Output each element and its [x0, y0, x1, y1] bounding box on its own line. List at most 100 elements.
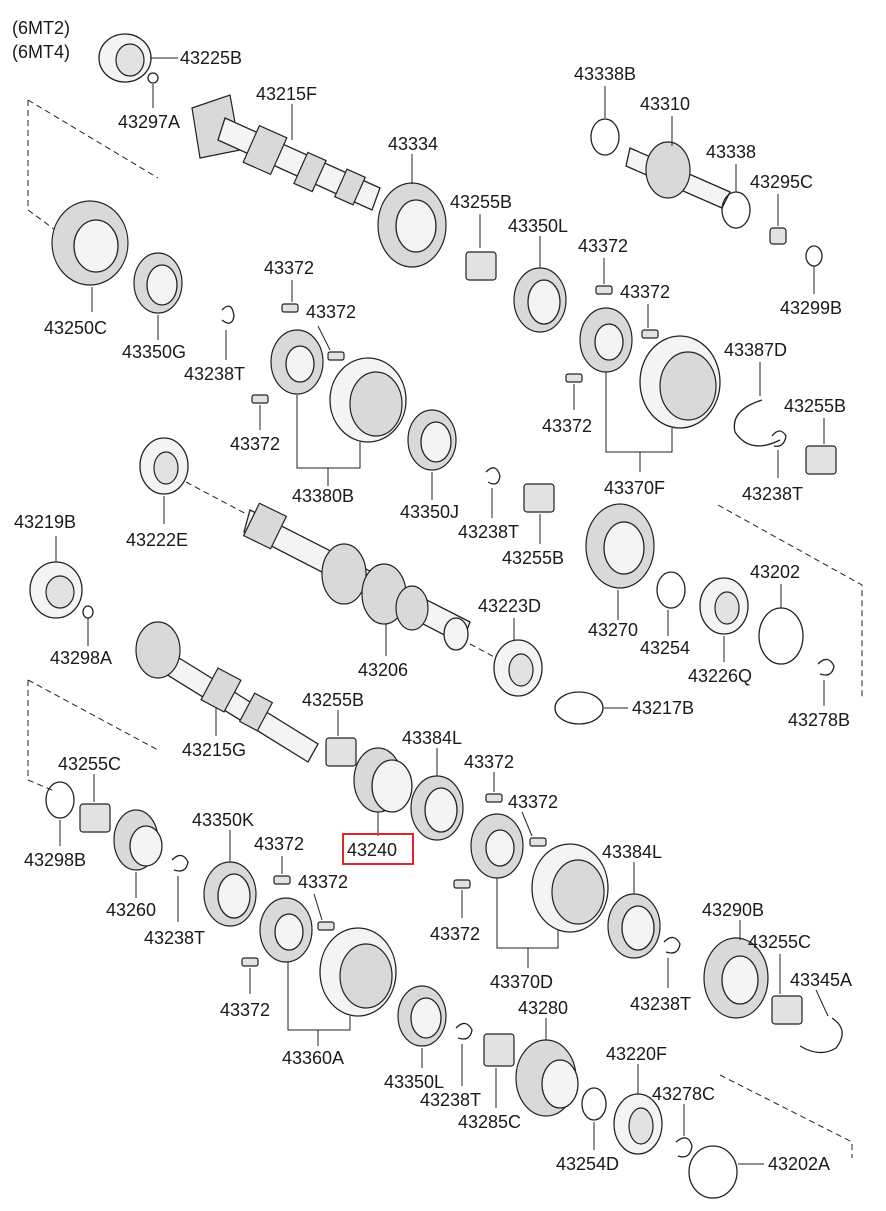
- part-label[interactable]: 43372: [578, 236, 628, 256]
- part-label[interactable]: 43202: [750, 562, 800, 582]
- bearing-43222E[interactable]: [139, 437, 189, 495]
- gear-43290B[interactable]: [703, 937, 769, 1019]
- part-label[interactable]: 43225B: [180, 48, 242, 68]
- synchro-ring-43350K[interactable]: [203, 861, 257, 927]
- part-label[interactable]: 43215G: [182, 740, 246, 760]
- snap-ring-43297A[interactable]: [147, 72, 159, 84]
- bearing-43225B[interactable]: [98, 33, 152, 83]
- part-label[interactable]: 43338B: [574, 64, 636, 84]
- part-label[interactable]: 43380B: [292, 486, 354, 506]
- part-label[interactable]: 43238T: [184, 364, 245, 384]
- snap-ring-43238T[interactable]: [171, 854, 189, 872]
- part-label[interactable]: 43222E: [126, 530, 188, 550]
- part-label[interactable]: 43255C: [748, 932, 811, 952]
- shim-43202[interactable]: [758, 607, 804, 665]
- part-label[interactable]: 43250C: [44, 318, 107, 338]
- synchro-ring-43384L[interactable]: [607, 893, 661, 959]
- part-label[interactable]: 43370F: [604, 478, 665, 498]
- needle-bearing-43255B[interactable]: [325, 737, 357, 767]
- part-label[interactable]: 43255C: [58, 754, 121, 774]
- part-label[interactable]: 43298A: [50, 648, 112, 668]
- bearing-43223D[interactable]: [493, 639, 543, 697]
- part-label[interactable]: 43255B: [784, 396, 846, 416]
- part-label[interactable]: 43334: [388, 134, 438, 154]
- snap-ring-43298A[interactable]: [82, 605, 94, 619]
- part-label[interactable]: 43384L: [602, 842, 662, 862]
- key-43372[interactable]: [595, 285, 613, 295]
- snap-ring-43238T[interactable]: [485, 467, 501, 485]
- part-label[interactable]: 43255B: [302, 690, 364, 710]
- synchro-ring-43350L[interactable]: [397, 985, 447, 1047]
- part-label[interactable]: 43360A: [282, 1048, 344, 1068]
- needle-bearing-43255C[interactable]: [771, 995, 803, 1025]
- part-label[interactable]: 43295C: [750, 172, 813, 192]
- part-label[interactable]: 43372: [430, 924, 480, 944]
- snap-ring-43238T[interactable]: [771, 430, 787, 447]
- part-label[interactable]: 43345A: [790, 970, 852, 990]
- synchro-ring-43350G[interactable]: [133, 252, 183, 314]
- highlighted-part-label[interactable]: 43240: [347, 840, 397, 860]
- part-label[interactable]: 43254D: [556, 1154, 619, 1174]
- washer-43298B[interactable]: [45, 781, 75, 819]
- key-43372[interactable]: [273, 875, 291, 885]
- snap-ring-43238T[interactable]: [221, 305, 235, 324]
- gear-43260[interactable]: [113, 809, 163, 871]
- part-label[interactable]: 43372: [508, 792, 558, 812]
- part-label[interactable]: 43384L: [402, 728, 462, 748]
- snap-ring-43345A[interactable]: [799, 1017, 843, 1054]
- part-label[interactable]: 43219B: [14, 512, 76, 532]
- hub-sleeve-43360A[interactable]: [259, 897, 397, 1017]
- hub-sleeve-43370D[interactable]: [470, 813, 609, 933]
- needle-bearing-43285C[interactable]: [483, 1033, 515, 1067]
- key-43372[interactable]: [281, 303, 299, 313]
- shim-43202A[interactable]: [688, 1145, 738, 1199]
- part-label[interactable]: 43215F: [256, 84, 317, 104]
- key-43372[interactable]: [529, 837, 547, 847]
- snap-ring-43299B[interactable]: [805, 245, 823, 267]
- needle-bearing-43255B[interactable]: [523, 483, 555, 513]
- key-43372[interactable]: [565, 373, 583, 383]
- part-label[interactable]: 43310: [640, 94, 690, 114]
- part-label[interactable]: 43238T: [630, 994, 691, 1014]
- part-label[interactable]: 43387D: [724, 340, 787, 360]
- part-label[interactable]: 43206: [358, 660, 408, 680]
- snap-ring-43238T[interactable]: [663, 936, 681, 954]
- part-label[interactable]: 43372: [620, 282, 670, 302]
- gear-43270[interactable]: [585, 503, 655, 589]
- part-label[interactable]: 43338: [706, 142, 756, 162]
- gear-43280[interactable]: [515, 1039, 579, 1117]
- part-label[interactable]: 43350L: [508, 216, 568, 236]
- key-43372[interactable]: [327, 351, 345, 361]
- hub-sleeve-43370F[interactable]: [579, 307, 721, 429]
- part-label[interactable]: 43278C: [652, 1084, 715, 1104]
- washer-43254[interactable]: [656, 571, 686, 609]
- part-label[interactable]: 43260: [106, 900, 156, 920]
- snap-ring-43238T[interactable]: [455, 1022, 473, 1040]
- hub-sleeve-43380B[interactable]: [270, 329, 407, 443]
- part-label[interactable]: 43238T: [458, 522, 519, 542]
- snap-ring-43387D[interactable]: [733, 399, 781, 447]
- part-label[interactable]: 43285C: [458, 1112, 521, 1132]
- part-label[interactable]: 43372: [306, 302, 356, 322]
- part-label[interactable]: 43290B: [702, 900, 764, 920]
- part-label[interactable]: 43372: [464, 752, 514, 772]
- snap-ring-43278B[interactable]: [817, 658, 835, 676]
- key-43372[interactable]: [453, 879, 471, 889]
- washer-43254D[interactable]: [581, 1087, 607, 1121]
- part-label[interactable]: 43202A: [768, 1154, 830, 1174]
- part-label[interactable]: 43372: [220, 1000, 270, 1020]
- part-label[interactable]: 43270: [588, 620, 638, 640]
- bearing-43220F[interactable]: [613, 1093, 663, 1155]
- part-label[interactable]: 43350L: [384, 1072, 444, 1092]
- key-43372[interactable]: [251, 394, 269, 404]
- gear-43240[interactable]: [353, 747, 413, 813]
- part-label[interactable]: 43223D: [478, 596, 541, 616]
- synchro-ring-43350L[interactable]: [513, 267, 567, 333]
- washer-43338[interactable]: [721, 191, 751, 229]
- part-label[interactable]: 43238T: [420, 1090, 481, 1110]
- part-label[interactable]: 43372: [264, 258, 314, 278]
- part-label[interactable]: 43238T: [144, 928, 205, 948]
- synchro-ring-43350J[interactable]: [407, 409, 457, 471]
- part-label[interactable]: 43255B: [450, 192, 512, 212]
- part-label[interactable]: 43297A: [118, 112, 180, 132]
